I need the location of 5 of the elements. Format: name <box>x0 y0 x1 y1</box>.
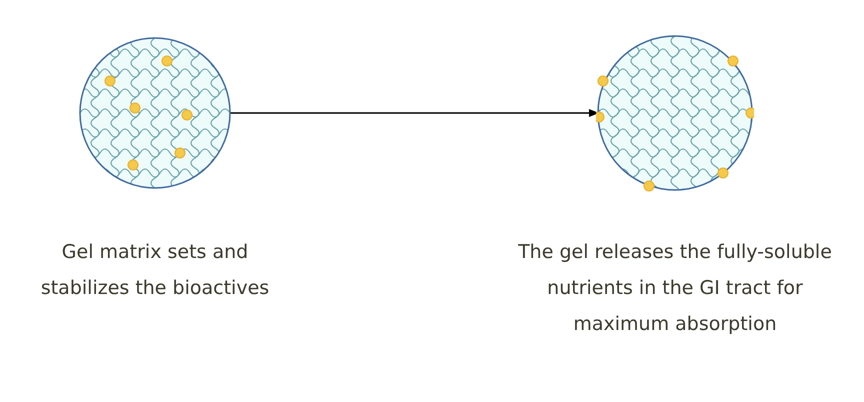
gel-bead-drawing <box>596 34 754 192</box>
node-label: The gel releases the fully-soluble nutrients in the GI tract for maximum absorption <box>517 240 833 337</box>
node-label: Gel matrix sets and stabilizes the bioactives <box>40 240 270 301</box>
gel-bead-drawing <box>78 36 232 190</box>
arrow <box>230 109 599 117</box>
